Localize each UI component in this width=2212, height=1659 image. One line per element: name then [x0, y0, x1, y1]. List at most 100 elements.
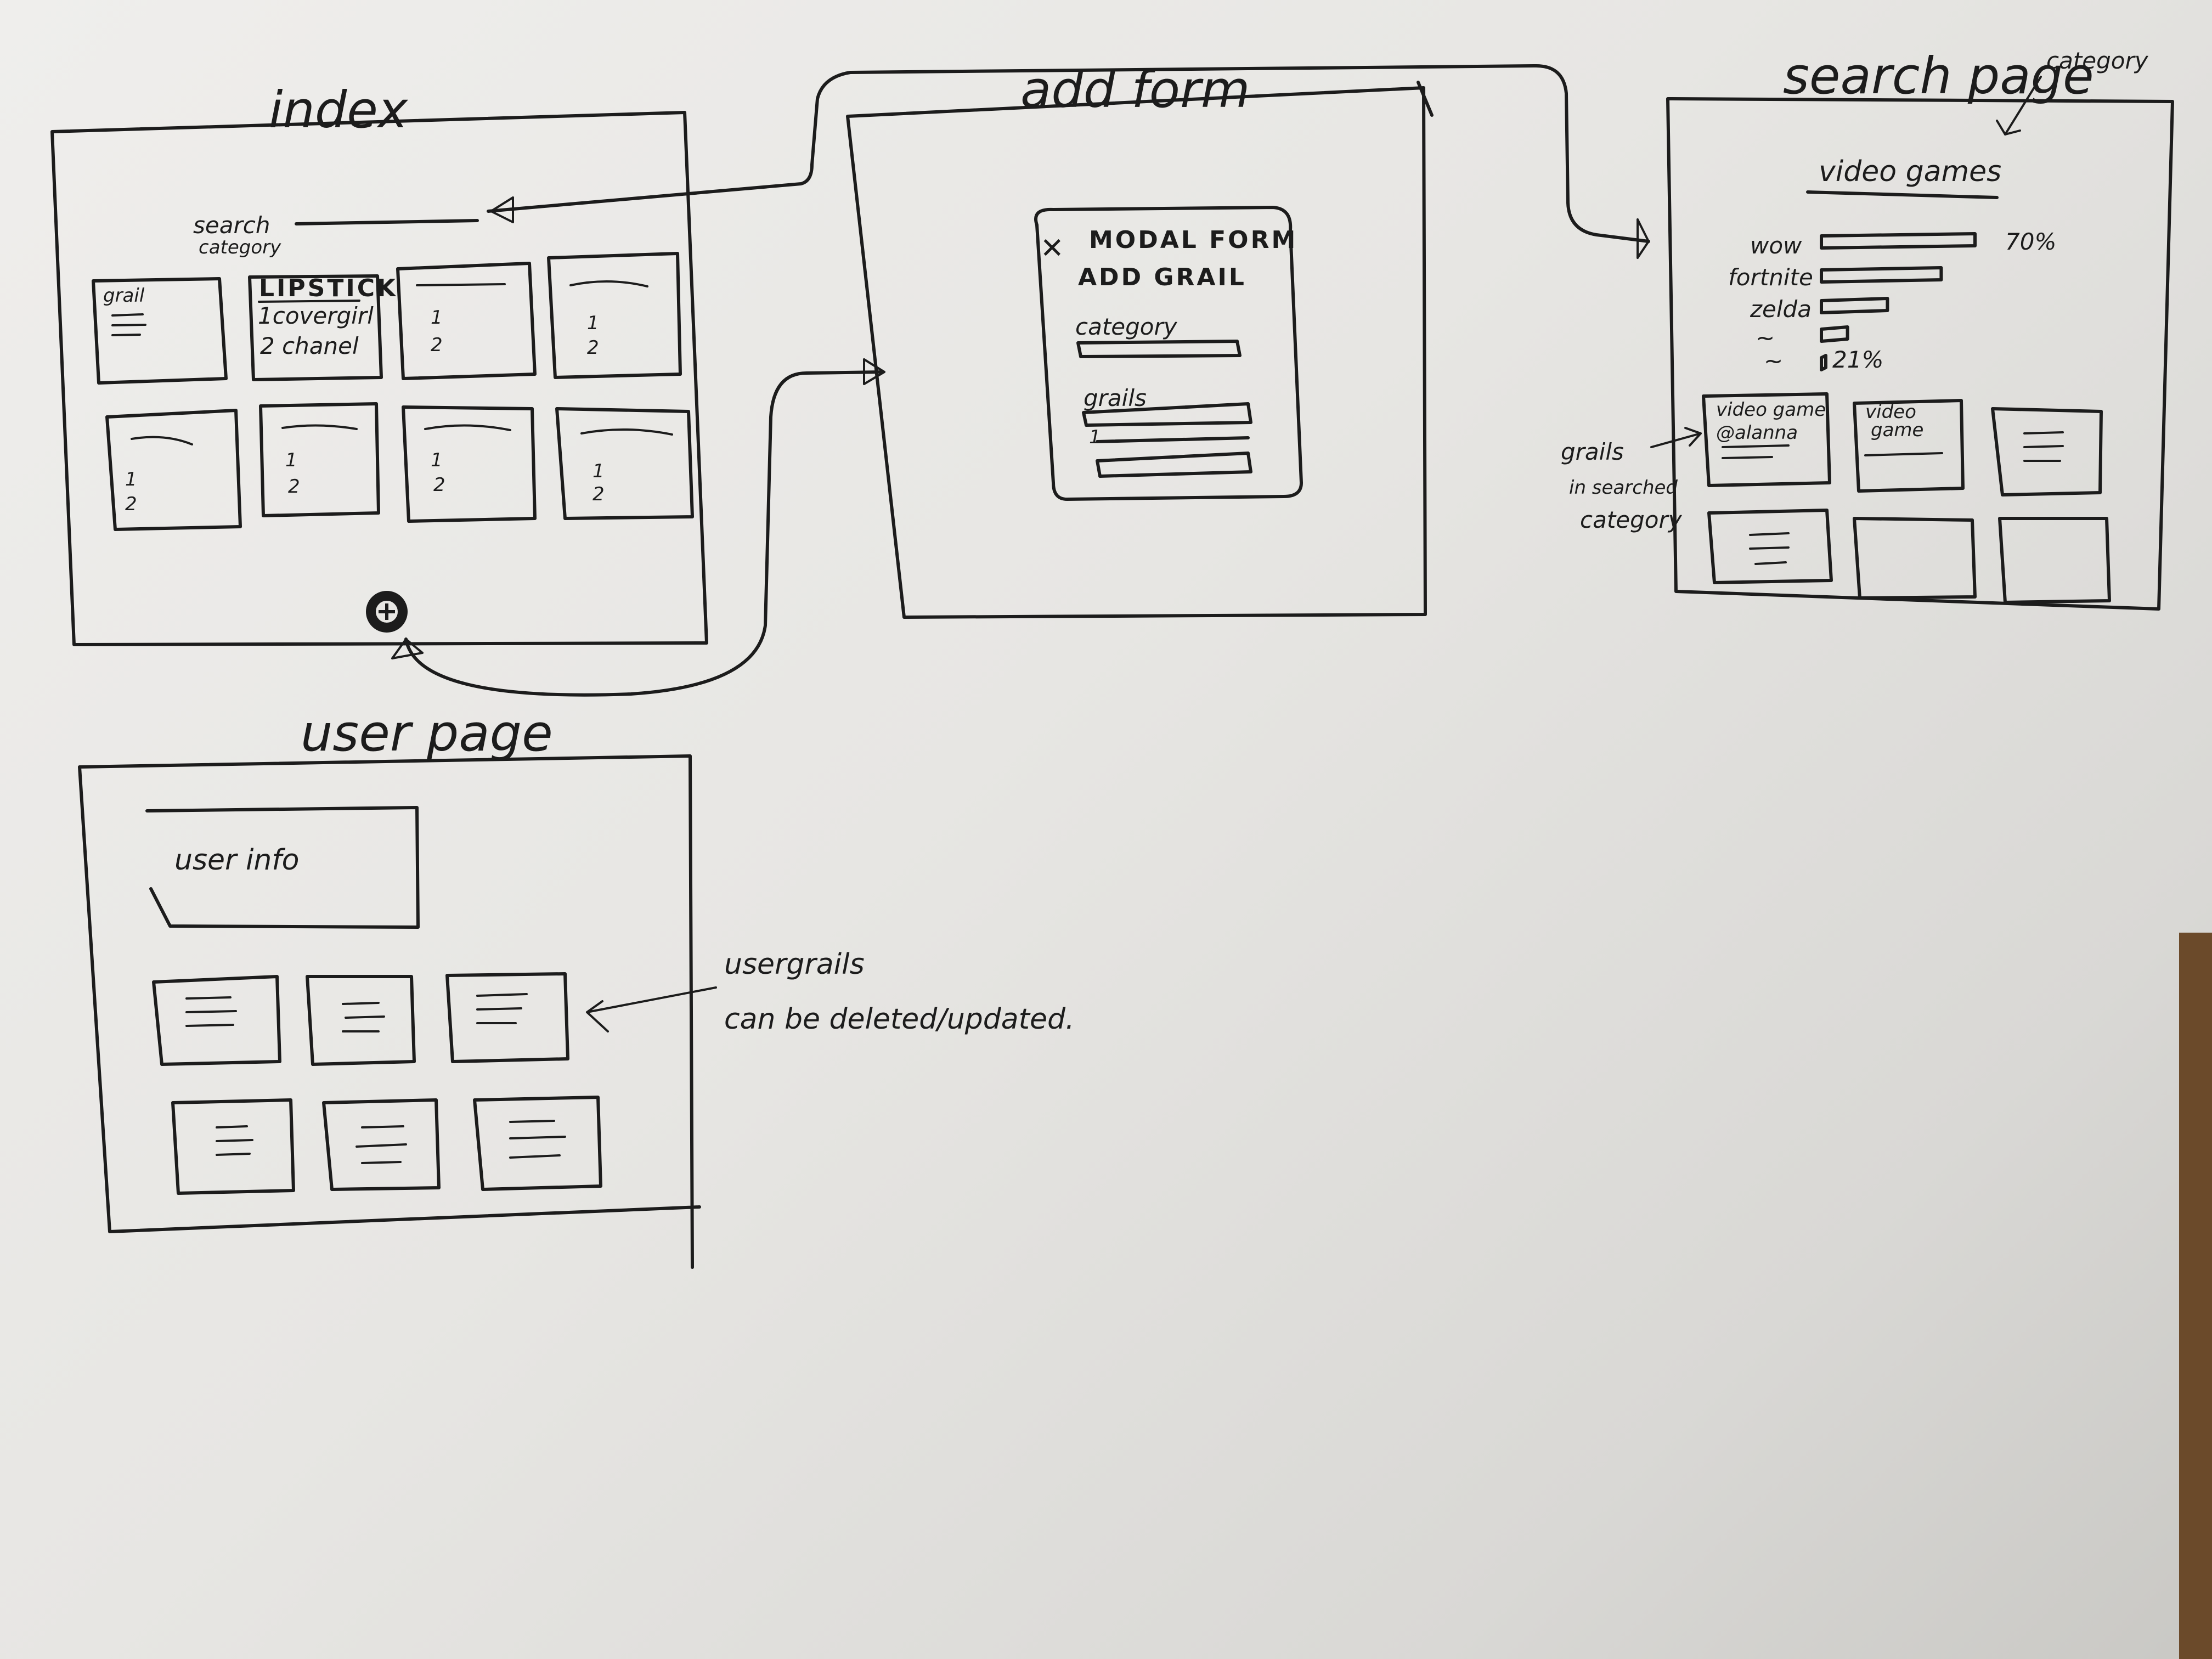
close-icon[interactable]: ✕ [1040, 232, 1064, 265]
card-num: 2 [592, 483, 605, 505]
grail-card[interactable] [402, 405, 537, 523]
category-label: category [1075, 313, 1178, 340]
card-text-lines [2023, 431, 2064, 462]
result-card[interactable] [1991, 407, 2103, 496]
category-bar [1820, 232, 1977, 250]
user-grail-card[interactable] [473, 1096, 602, 1191]
result-card-title: video [1865, 401, 1916, 423]
user-grail-card[interactable] [152, 975, 281, 1066]
grail-card-label: grail [103, 285, 145, 307]
bar-label: ~ [1756, 324, 1775, 351]
card-num: 1 [285, 449, 297, 471]
card-num: 2 [288, 476, 300, 498]
user-grails-arrow [586, 986, 717, 1032]
search-category-label: category [199, 236, 281, 258]
result-card[interactable] [1707, 509, 1833, 584]
card-underline [258, 300, 360, 303]
card-text-lines [216, 1125, 253, 1156]
add-form-frame [846, 86, 1427, 619]
card-text-lines [476, 993, 528, 1024]
card-num: 2 [587, 337, 599, 359]
card-text-lines [509, 1120, 566, 1159]
grail-card[interactable] [105, 409, 242, 531]
add-grail-button[interactable] [366, 591, 408, 633]
bar-pct-bottom: 21% [1832, 346, 1883, 373]
card-num: 1 [431, 449, 443, 471]
card-num: 1 [592, 460, 605, 482]
user-grails-note: can be deleted/updated. [724, 1003, 1075, 1036]
arrowhead-icon [391, 638, 424, 659]
user-grail-card[interactable] [171, 1098, 295, 1195]
user-page-title: user page [301, 704, 553, 763]
category-bar [1820, 354, 1827, 371]
card-title-line [131, 436, 193, 445]
result-card[interactable] [1998, 517, 2111, 604]
card-title-line [580, 428, 673, 436]
card-title: LIPSTICK [259, 274, 398, 302]
card-text-lines [1722, 444, 1790, 459]
category-bar [1820, 266, 1943, 284]
card-num: 1 [431, 307, 443, 329]
card-item: 1covergirl [258, 302, 374, 329]
bars-group [1820, 232, 1977, 371]
bar-label: wow [1750, 232, 1802, 259]
user-grail-card[interactable] [445, 972, 569, 1063]
card-item: 2 chanel [260, 332, 359, 359]
grail-field[interactable] [1096, 452, 1252, 478]
modal-heading: MODAL FORM [1089, 226, 1297, 254]
grail-field[interactable] [1082, 402, 1252, 427]
category-note: category [2046, 47, 2149, 74]
category-heading: video games [1819, 155, 2001, 188]
bar-label: ~ [1764, 347, 1783, 374]
grail-card[interactable] [92, 277, 228, 385]
index-frame [50, 111, 708, 646]
result-card[interactable] [1702, 392, 1831, 487]
annotation-arrow [1650, 427, 1702, 448]
arrowhead-icon [1637, 218, 1650, 259]
search-page-wireframe: search page category video games wow for… [1561, 47, 2174, 611]
index-search-to-search-page-connector [487, 64, 1650, 243]
card-num: 2 [433, 474, 445, 496]
card-title-line [569, 280, 648, 287]
heading-underline [1806, 190, 1999, 199]
flow-connectors [391, 64, 1650, 697]
modal-subheading: ADD GRAIL [1078, 263, 1246, 291]
plus-icon [379, 603, 395, 620]
category-note-arrow [1996, 76, 2042, 136]
grail-card[interactable] [547, 252, 682, 379]
result-card[interactable] [1853, 399, 1965, 493]
grail-card[interactable] [259, 402, 380, 517]
grail-card[interactable] [248, 274, 383, 381]
add-button-to-add-form-connector [404, 370, 885, 697]
grail-card[interactable] [396, 262, 537, 380]
category-bar-chart: wow fortnite zelda ~ ~ 70% 21% [1728, 228, 2056, 374]
arrowhead-icon [490, 196, 514, 223]
result-card-title: video game [1716, 399, 1826, 421]
category-bar [1820, 297, 1889, 314]
frame-tick [1417, 81, 1434, 117]
result-card-title: game [1871, 419, 1923, 441]
grail-card[interactable] [555, 407, 694, 520]
bar-pct-top: 70% [2005, 228, 2056, 255]
card-title-line [416, 283, 506, 286]
search-input[interactable] [295, 219, 479, 225]
card-text-lines [111, 313, 146, 336]
grail-field-underline [1096, 436, 1250, 443]
index-title: index [269, 81, 409, 139]
user-info-label: user info [174, 844, 299, 877]
bar-label: zelda [1750, 296, 1812, 323]
card-title-line [281, 424, 358, 430]
user-page-frame [78, 754, 701, 1269]
index-wireframe: index search category grail LIPSTICK 1co… [50, 81, 708, 646]
card-text-lines [342, 1002, 385, 1032]
result-card-user: @alanna [1716, 422, 1798, 444]
user-grail-card[interactable] [322, 1098, 441, 1191]
annotation-text: grails [1561, 438, 1624, 465]
user-grail-card[interactable] [306, 975, 416, 1066]
result-card[interactable] [1853, 517, 1977, 600]
table-edge [2179, 933, 2212, 1659]
card-title-line [424, 424, 511, 431]
category-field[interactable] [1076, 340, 1242, 358]
card-text-lines [185, 996, 237, 1027]
